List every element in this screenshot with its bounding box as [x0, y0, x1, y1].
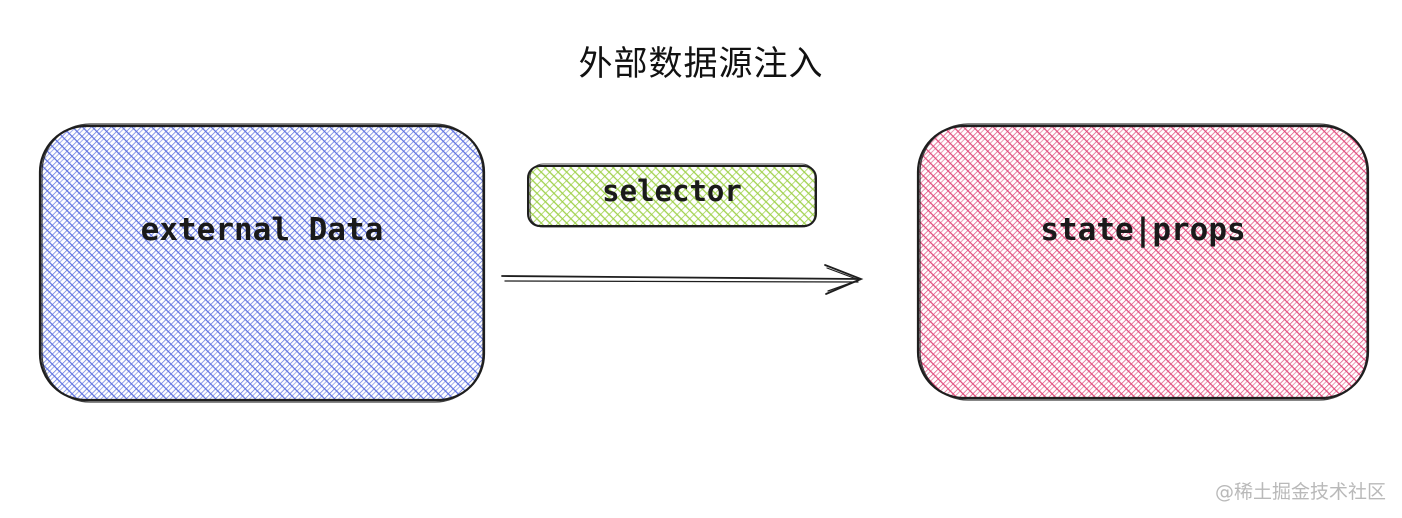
state-props-box — [916, 123, 1370, 401]
external-data-box — [38, 123, 486, 403]
external-data-label: external Data — [140, 212, 384, 248]
selector-label: selector — [602, 174, 742, 208]
selector-box — [527, 163, 817, 228]
flow-arrow — [501, 264, 864, 295]
diagram-title: 外部数据源注入 — [578, 44, 824, 84]
watermark: @稀土掘金技术社区 — [1214, 481, 1386, 503]
state-props-label: state|props — [1040, 212, 1246, 248]
